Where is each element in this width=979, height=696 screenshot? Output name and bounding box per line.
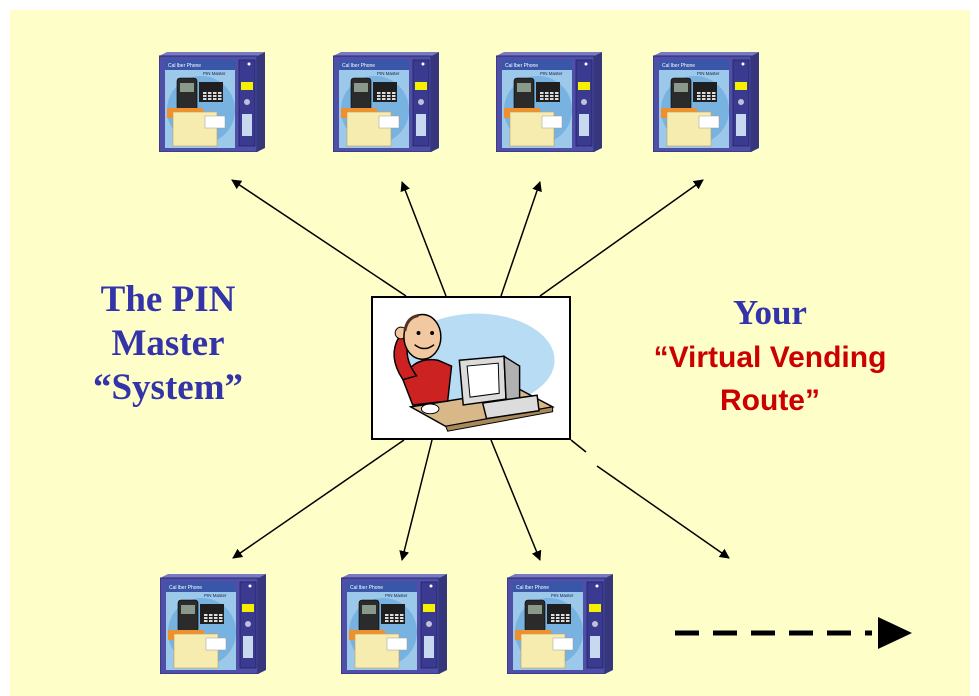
machine-sub-text: PIN Master <box>203 71 226 76</box>
machine-sub-text: PIN Master <box>204 593 227 598</box>
right-label-line-3: Route” <box>720 384 820 417</box>
virtual-vending-route-label: Your “Virtual Vending Route” <box>600 290 940 422</box>
machine-header-text: Cal lber Phone <box>342 63 375 69</box>
machine-header-text: Cal lber Phone <box>350 585 383 591</box>
arrow-to-machine-bottom-2 <box>399 439 433 561</box>
arrow-to-machine-top-3 <box>500 181 542 297</box>
machine-header-text: Cal lber Phone <box>505 63 538 69</box>
arrow-to-machine-top-1 <box>231 179 407 297</box>
left-label-line-2: Master <box>111 323 225 364</box>
machine-sub-text: PIN Master <box>385 593 408 598</box>
machine-header-text: Cal lber Phone <box>169 585 202 591</box>
right-label-line-2: “Virtual Vending <box>653 341 887 374</box>
dashed-continuation-arrow <box>675 617 912 649</box>
machine-header-text: Cal lber Phone <box>516 585 549 591</box>
machine-sub-text: PIN Master <box>377 71 400 76</box>
operator-computer-box <box>371 296 571 440</box>
operator-at-computer-clipart <box>393 313 555 432</box>
machine-sub-text: PIN Master <box>697 71 720 76</box>
machine-header-text: Cal lber Phone <box>662 63 695 69</box>
arrow-to-machine-top-2 <box>400 181 447 297</box>
arrow-to-machine-bottom-3 <box>490 439 542 561</box>
right-label-line-1: Your <box>733 293 807 332</box>
pin-master-system-label: The PIN Master “System” <box>58 278 278 410</box>
arrow-to-machine-bottom-1 <box>232 439 405 559</box>
machine-sub-text: PIN Master <box>551 593 574 598</box>
arrow-to-more-machines <box>596 465 730 559</box>
machine-sub-text: PIN Master <box>540 71 563 76</box>
arrow-partial-segment <box>570 439 587 453</box>
left-label-line-1: The PIN <box>100 279 236 320</box>
left-label-line-3: “System” <box>92 367 244 408</box>
machine-header-text: Cal lber Phone <box>168 63 201 69</box>
arrow-to-machine-top-4 <box>539 179 704 297</box>
